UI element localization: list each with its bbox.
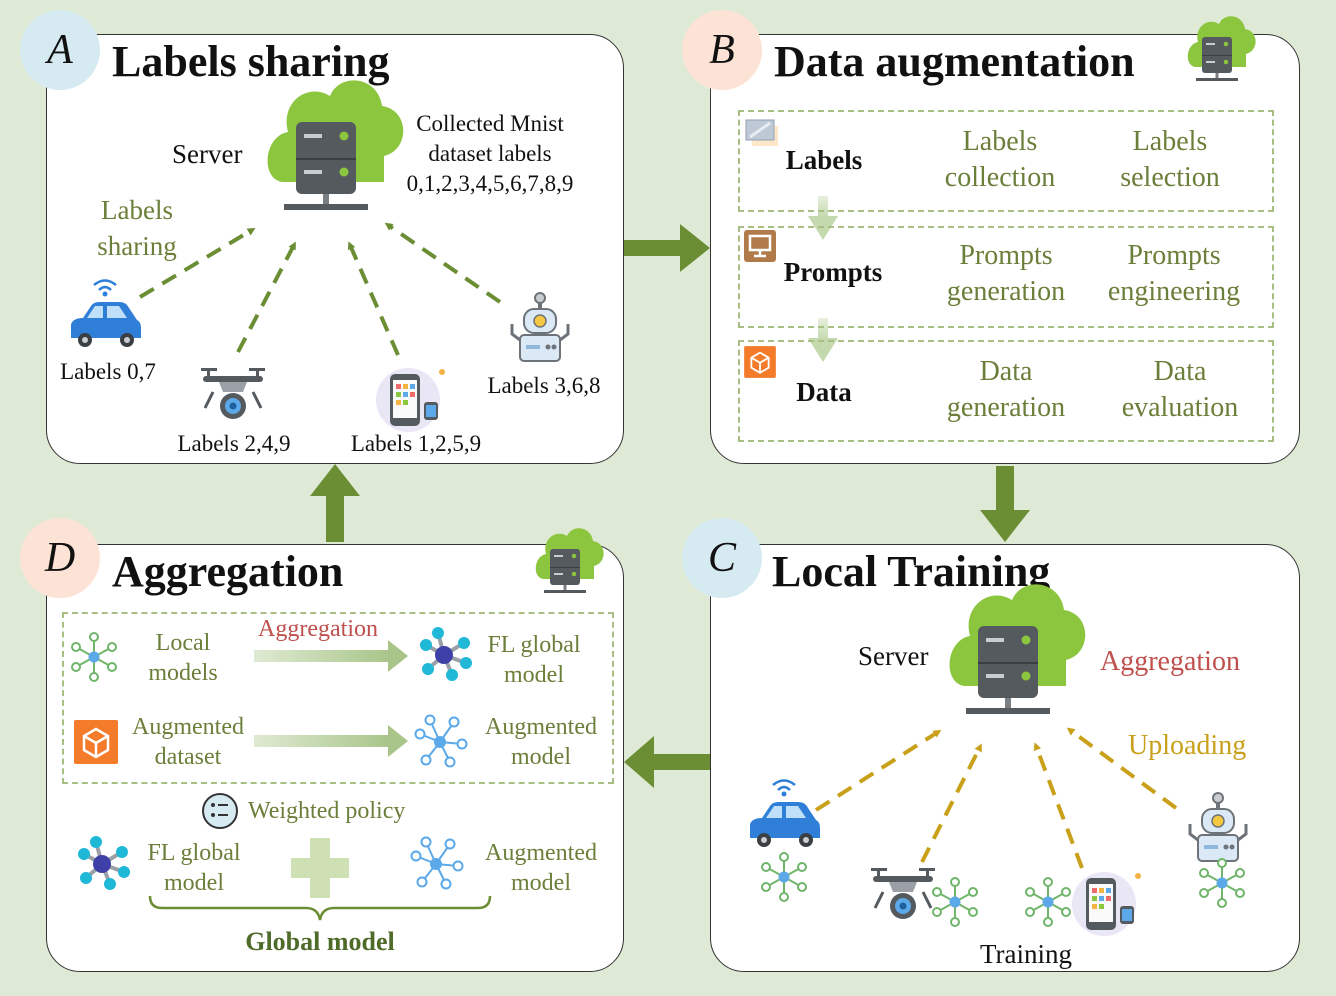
labels-selection-line1: Labels (1132, 126, 1208, 157)
prompts-engineering-line2: engineering (1107, 276, 1241, 307)
augmented-model-icon (410, 836, 464, 890)
arrow-d-to-a (326, 494, 344, 542)
flow-arrows (310, 224, 1030, 788)
badge-a: A (20, 10, 100, 90)
aggregation-group-box (62, 612, 614, 784)
augmented-model-line1: Augmented (485, 714, 597, 740)
server-icon (949, 584, 1086, 714)
panel-b-title: Data augmentation (774, 37, 1135, 86)
labels-row-box (738, 110, 1274, 212)
aggregation-arrow (254, 640, 408, 672)
prompts-icon (744, 230, 776, 262)
panel-aggregation (46, 544, 624, 972)
data-evaluation-line1: Data (1153, 356, 1207, 387)
weighted-policy-icon (202, 793, 238, 829)
badge-d: D (20, 518, 100, 598)
fl-global-model-icon (76, 834, 132, 892)
arrow-c-to-d (652, 754, 710, 770)
panel-d-title: Aggregation (112, 547, 344, 596)
global-model-brace (148, 895, 492, 921)
labels-icon (745, 119, 778, 146)
robot-icon (1188, 791, 1248, 863)
fl-global-model-2-line1: FL global (147, 840, 241, 866)
prompts-generation-line1: Prompts (959, 240, 1053, 271)
data-generation-line1: Data (979, 356, 1033, 387)
arrow-b-to-c (996, 466, 1014, 512)
prompts-engineering-line1: Prompts (1127, 240, 1221, 271)
server-label: Server (172, 139, 243, 169)
server-small-icon (1187, 16, 1256, 81)
augmented-model-2-line2: model (511, 870, 571, 896)
fl-global-model-2-line2: model (164, 870, 224, 896)
server-label: Server (858, 641, 929, 671)
data-evaluation-line2: evaluation (1121, 392, 1239, 423)
row-head-labels: Labels (785, 145, 863, 175)
collected-labels-line1: Collected Mnist (416, 111, 564, 136)
local-models-line2: models (148, 660, 218, 686)
phone-icon (376, 368, 445, 432)
drone-icon (869, 866, 937, 921)
local-model-icon (1199, 858, 1245, 908)
data-row-box (738, 340, 1274, 442)
augment-arrow (254, 725, 408, 757)
aggregation-label: Aggregation (1100, 646, 1240, 677)
sharing-arrows (138, 222, 502, 356)
row-head-prompts: Prompts (783, 257, 883, 287)
car-icon (69, 279, 143, 349)
robot-icon (510, 291, 570, 363)
local-model-icon (1025, 877, 1071, 927)
panel-c-title: Local Training (772, 547, 1051, 596)
row-head-data: Data (796, 377, 852, 407)
prompts-generation-line2: generation (946, 276, 1066, 307)
training-label: Training (979, 939, 1073, 969)
car-labels: Labels 0,7 (60, 359, 156, 384)
panel-data-augmentation (710, 34, 1300, 464)
badge-b: B (682, 10, 762, 90)
labels-sharing-line2: sharing (97, 231, 177, 261)
car-icon (748, 779, 822, 849)
augmented-model-2-line1: Augmented (485, 840, 597, 866)
labels-sharing-line1: Labels (101, 195, 173, 225)
server-small-icon (535, 528, 604, 593)
robot-labels: Labels 3,6,8 (487, 373, 601, 398)
collected-labels-line3: 0,1,2,3,4,5,6,7,8,9 (406, 171, 574, 196)
weighted-policy-label: Weighted policy (248, 798, 406, 824)
phone-labels: Labels 1,2,5,9 (350, 431, 482, 456)
fl-global-model-line2: model (504, 662, 564, 688)
augmented-model-line2: model (511, 744, 571, 770)
local-model-icon (761, 852, 807, 902)
plus-icon (291, 838, 349, 898)
labels-collection-line1: Labels (962, 126, 1038, 157)
labels-selection-line2: selection (1120, 162, 1220, 193)
labels-collection-line2: collection (944, 162, 1056, 193)
local-models-line1: Local (155, 630, 211, 656)
step-arrows (808, 196, 838, 362)
fl-global-model-line1: FL global (487, 632, 581, 658)
local-model-icon (932, 877, 978, 927)
server-icon (267, 80, 404, 210)
prompts-row-box (738, 226, 1274, 328)
badge-c: C (682, 518, 762, 598)
phone-icon (1072, 872, 1141, 936)
arrow-a-to-b (624, 240, 682, 256)
augmented-dataset-line1: Augmented (132, 714, 244, 740)
augmented-dataset-line2: dataset (154, 744, 222, 770)
global-model-label: Global model (245, 927, 395, 956)
aggregation-label: Aggregation (258, 616, 378, 642)
data-generation-line2: generation (946, 392, 1066, 423)
drone-labels: Labels 2,4,9 (177, 431, 291, 456)
uploading-label: Uploading (1128, 730, 1247, 761)
collected-labels-line2: dataset labels (428, 141, 552, 166)
upload-arrows (814, 727, 1178, 869)
panel-a-title: Labels sharing (112, 37, 390, 86)
drone-icon (199, 366, 267, 421)
